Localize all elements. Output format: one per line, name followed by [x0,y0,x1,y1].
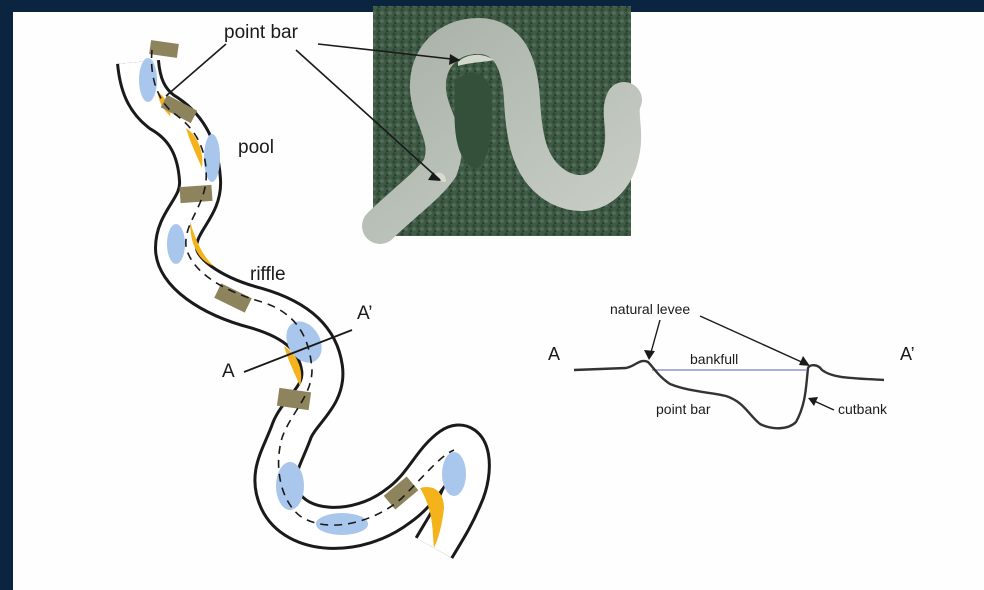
label-riffle: riffle [250,264,286,285]
label-a-prime-section: A’ [900,344,915,364]
riffle-3 [179,185,212,203]
label-a-section: A [548,344,560,364]
label-a-prime-map: A’ [357,303,372,324]
label-pool: pool [238,137,274,158]
label-a-map: A [222,361,235,382]
pool-3 [167,224,185,264]
riffle-1 [149,40,179,58]
label-natural-levee: natural levee [610,301,690,317]
label-bankfull: bankfull [690,351,738,367]
pool-5 [276,462,304,510]
pool-7 [442,452,466,496]
label-point-bar-top: point bar [224,22,299,43]
label-cutbank: cutbank [838,401,888,417]
label-point-bar-section: point bar [656,401,711,417]
cross-section: natural levee A A’ bankfull point bar cu… [548,301,915,428]
channel-profile [574,361,884,428]
aerial-photo [373,6,631,236]
levee-leader-left [650,320,660,356]
levee-arrowhead-left [644,350,655,360]
